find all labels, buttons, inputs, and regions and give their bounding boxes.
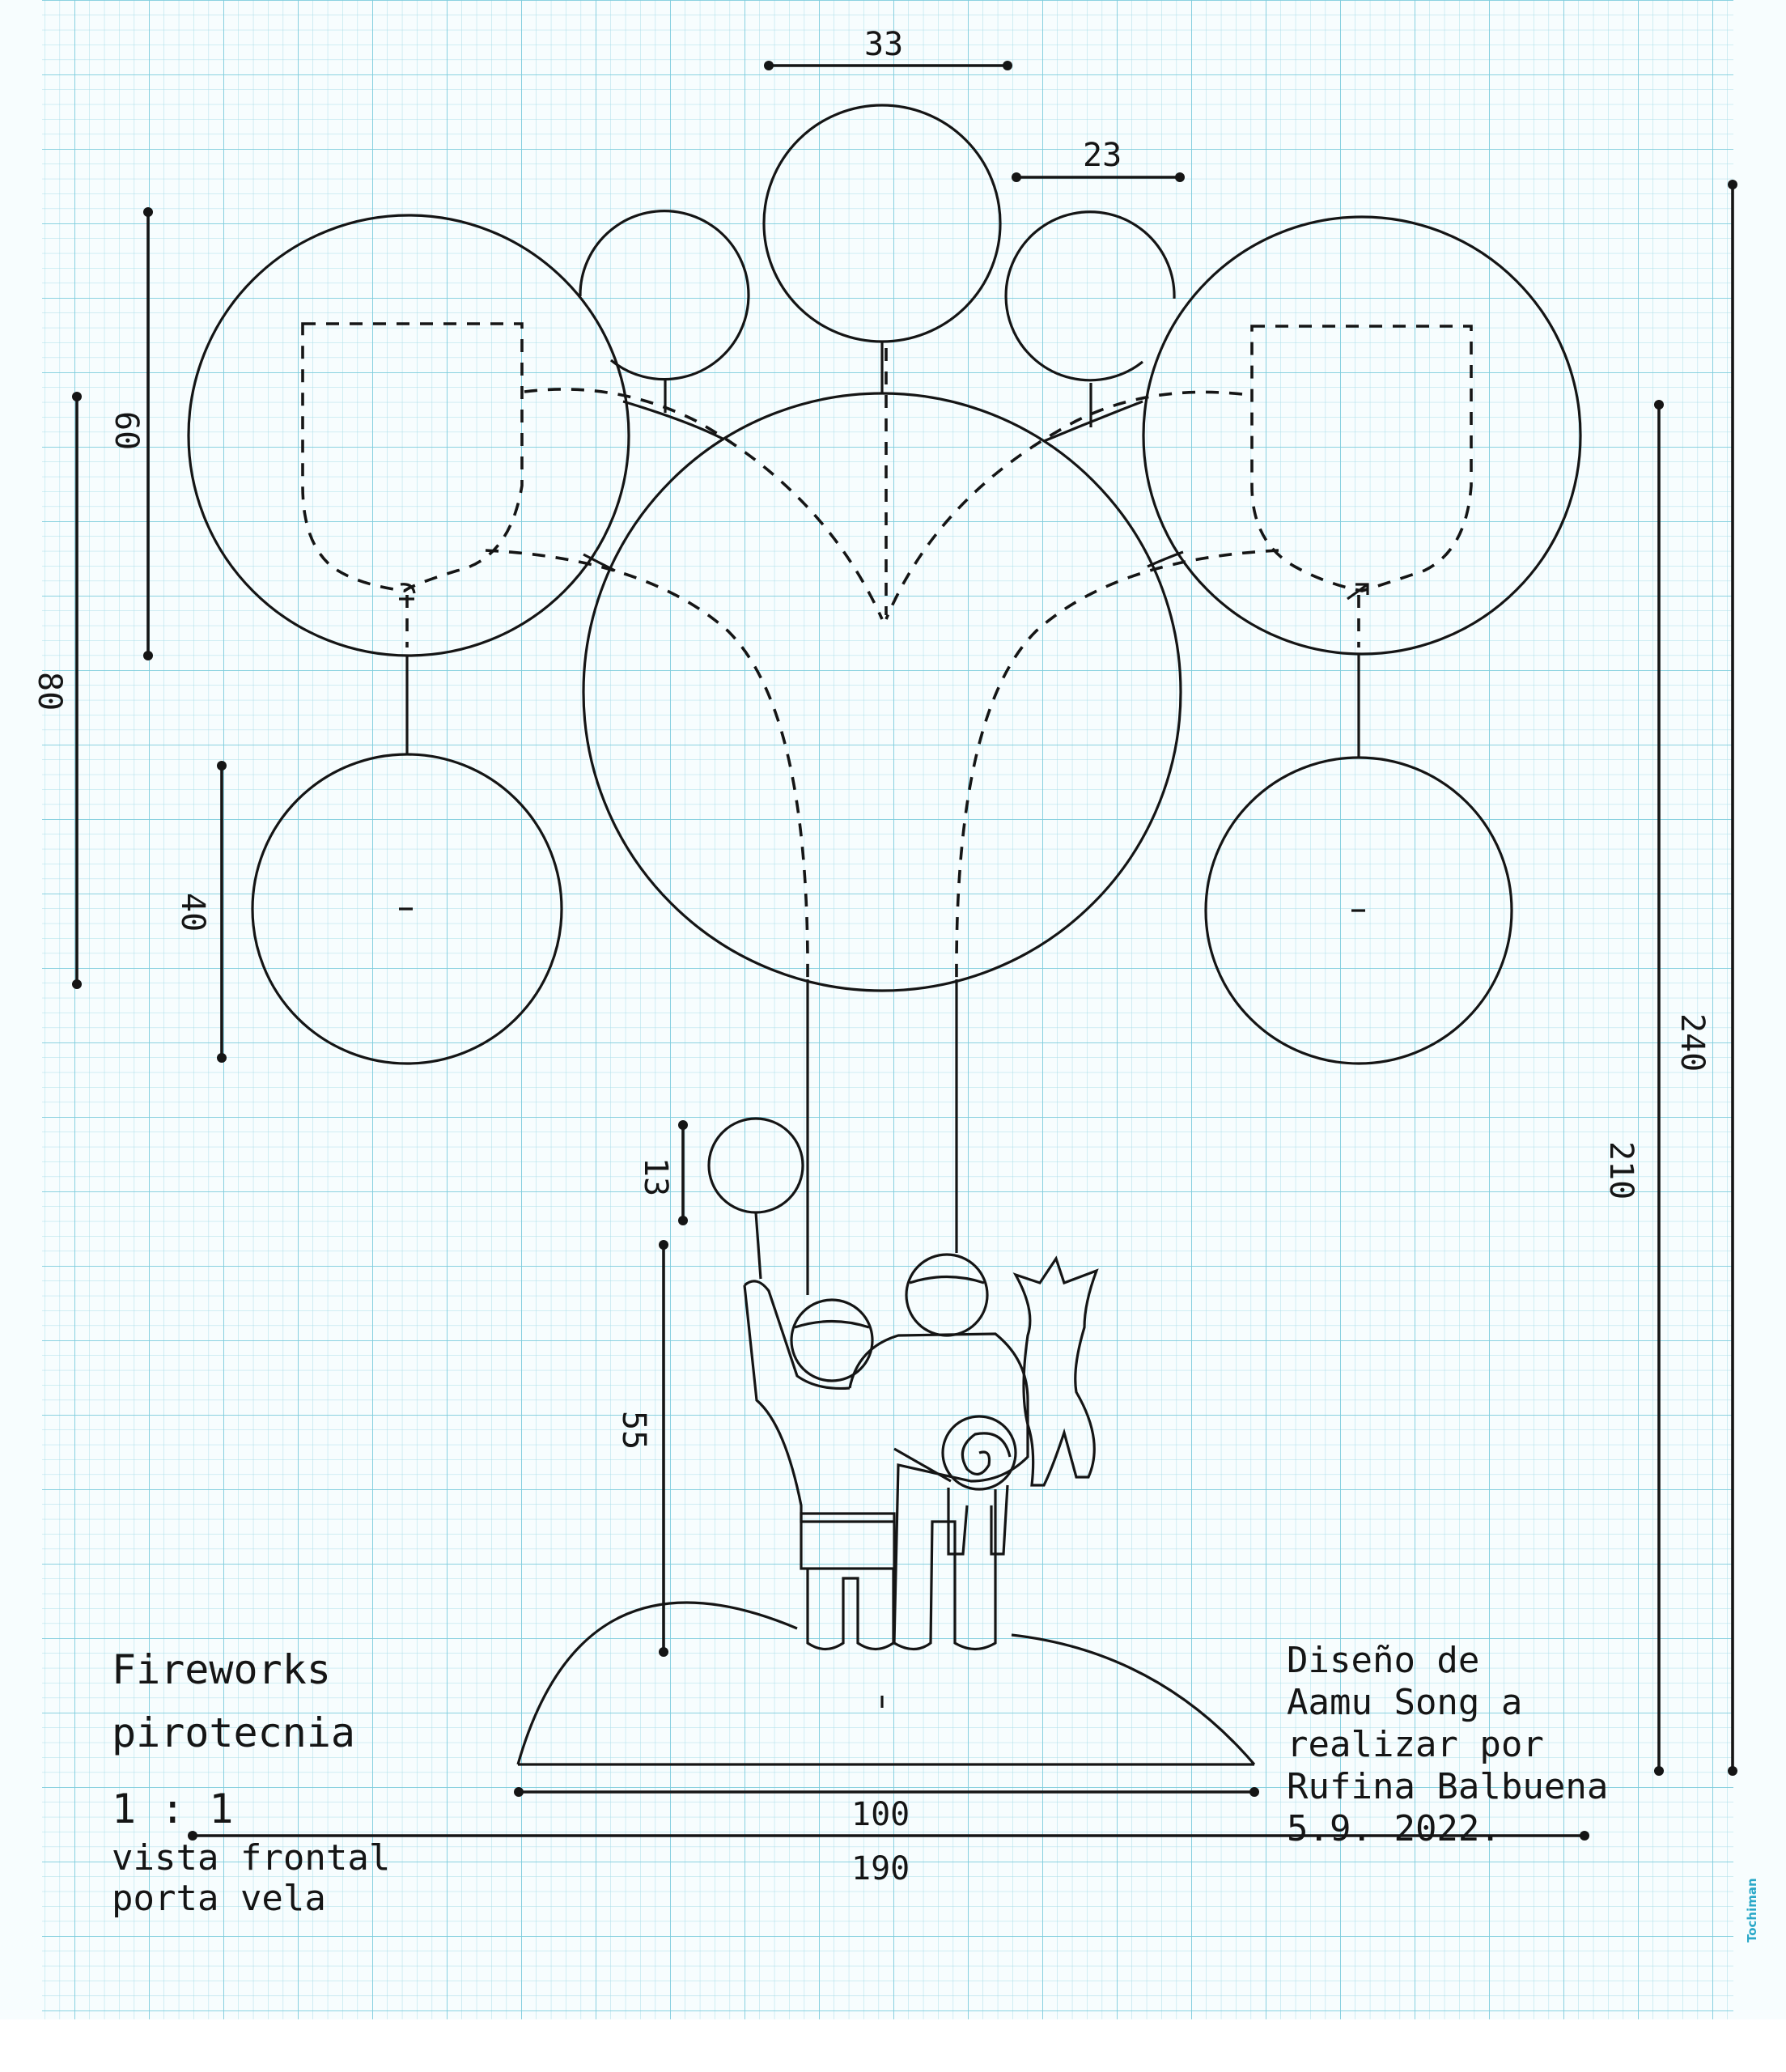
hill-base — [516, 1601, 1256, 1766]
credit-line-4: Rufina Balbuena — [1287, 1766, 1608, 1807]
credit-line-2: Aamu Song a — [1287, 1682, 1522, 1723]
dim-label-40: 40 — [174, 893, 211, 932]
tip-right — [1347, 583, 1369, 601]
tip-left — [399, 583, 416, 601]
adult-cap — [909, 1275, 985, 1284]
dashed-arc-left-top — [524, 388, 884, 620]
dim-label-13: 13 — [637, 1157, 674, 1196]
credits-block: Diseño de Aamu Song a realizar por Rufin… — [1287, 1640, 1608, 1849]
dim-label-210: 210 — [1602, 1141, 1640, 1199]
dim-label-190: 190 — [851, 1850, 910, 1887]
paper-brand: Tochiman — [1745, 1878, 1759, 1942]
title-pirotecnia: pirotecnia — [112, 1709, 355, 1756]
adult-body — [848, 1332, 1029, 1651]
title-fireworks: Fireworks — [112, 1646, 331, 1693]
child-cap — [794, 1319, 870, 1329]
dim-label-80: 80 — [31, 672, 68, 711]
upper-left-circle — [187, 214, 630, 657]
child-figure — [743, 1280, 896, 1651]
link-upper-left — [622, 400, 725, 441]
balloon-string — [754, 1212, 762, 1280]
lamb-figure — [941, 1415, 1017, 1556]
credit-line-3: realizar por — [1287, 1724, 1544, 1765]
dim-label-60: 60 — [108, 411, 145, 450]
child-body — [743, 1284, 894, 1523]
dashed-arc-left-trunk — [485, 549, 809, 980]
tree-drawing — [187, 104, 1582, 1708]
dim-label-240: 240 — [1674, 1013, 1711, 1072]
dimension-lines — [72, 61, 1737, 1841]
link-upper-right — [1043, 400, 1143, 443]
child-legs — [806, 1569, 895, 1651]
link-mid-right — [1147, 550, 1184, 568]
dog-figure — [1012, 1255, 1099, 1487]
child-belt — [800, 1512, 896, 1570]
dim-label-100: 100 — [851, 1796, 910, 1833]
adult-figure — [848, 1253, 1029, 1651]
title-scale: 1 : 1 — [112, 1785, 234, 1832]
lamb-legs — [947, 1484, 1009, 1556]
dim-label-55: 55 — [615, 1411, 652, 1450]
dashed-cup-right — [1250, 325, 1473, 592]
small-circle-right — [1004, 210, 1176, 382]
dim-label-23: 23 — [1083, 137, 1122, 174]
adult-arm-line — [893, 1447, 952, 1483]
title-block: Fireworks pirotecnia 1 : 1 vista frontal… — [112, 1646, 390, 1919]
child-raised-arm — [743, 1280, 851, 1391]
credit-line-5: 5.9. 2022. — [1287, 1808, 1501, 1849]
paper-margin — [0, 2019, 1786, 2072]
grid — [42, 0, 1733, 2019]
dim-label-33: 33 — [864, 26, 903, 63]
figures-group — [516, 1117, 1256, 1766]
child-head — [790, 1298, 874, 1382]
upper-right-circle — [1142, 215, 1582, 656]
lamb-spiral — [961, 1432, 1012, 1475]
small-circle-left — [579, 210, 750, 381]
dog-outline — [1012, 1255, 1099, 1487]
dashed-cup-left — [301, 322, 524, 592]
title-porta-vela: porta vela — [112, 1878, 326, 1919]
dashed-arc-right-trunk — [955, 549, 1279, 980]
credit-line-1: Diseño de — [1287, 1640, 1479, 1681]
title-vista-frontal: vista frontal — [112, 1837, 390, 1879]
lamb-body — [941, 1415, 1017, 1491]
